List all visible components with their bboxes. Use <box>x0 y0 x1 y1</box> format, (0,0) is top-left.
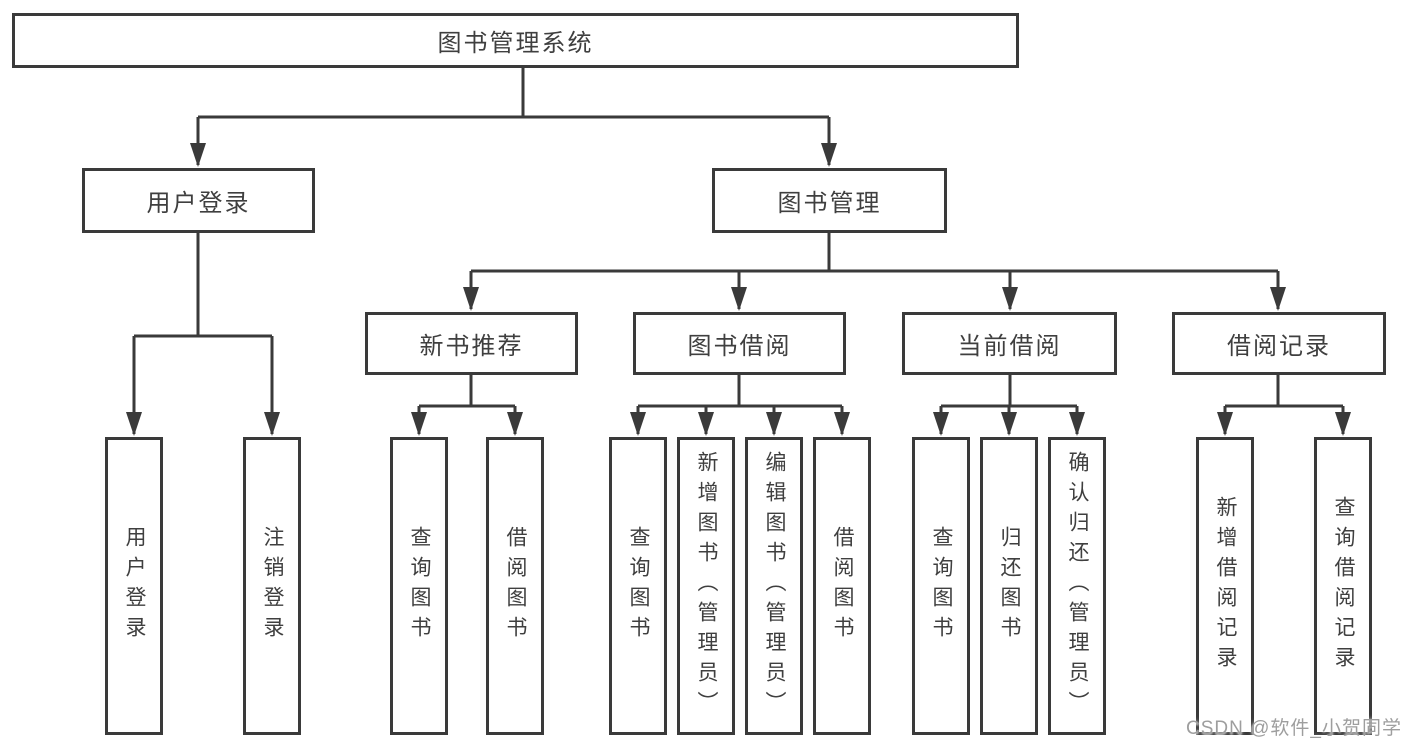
leaf-nb-query-books: 查询图书 <box>390 437 448 735</box>
node-book-borrowing: 图书借阅 <box>633 312 846 375</box>
leaf-logout: 注销登录 <box>243 437 301 735</box>
csdn-watermark: CSDN @软件_小贺同学 <box>1186 718 1402 739</box>
leaf-bb-add-books-admin: 新增图书（管理员） <box>677 437 735 735</box>
leaf-bb-query-books: 查询图书 <box>609 437 667 735</box>
leaf-bb-edit-books-admin: 编辑图书（管理员） <box>745 437 803 735</box>
node-borrowing-records: 借阅记录 <box>1172 312 1386 375</box>
leaf-user-login: 用户登录 <box>105 437 163 735</box>
leaf-cb-query-books: 查询图书 <box>912 437 970 735</box>
node-user-login: 用户登录 <box>82 168 315 233</box>
leaf-bb-borrow-books: 借阅图书 <box>813 437 871 735</box>
node-current-borrowing: 当前借阅 <box>902 312 1117 375</box>
leaf-cb-confirm-return-admin: 确认归还（管理员） <box>1048 437 1106 735</box>
leaf-cb-return-books: 归还图书 <box>980 437 1038 735</box>
leaf-br-add-record: 新增借阅记录 <box>1196 437 1254 735</box>
node-book-management: 图书管理 <box>712 168 947 233</box>
node-root-library-management-system: 图书管理系统 <box>12 13 1019 68</box>
leaf-nb-borrow-books: 借阅图书 <box>486 437 544 735</box>
node-new-book-recommendation: 新书推荐 <box>365 312 578 375</box>
leaf-br-query-record: 查询借阅记录 <box>1314 437 1372 735</box>
